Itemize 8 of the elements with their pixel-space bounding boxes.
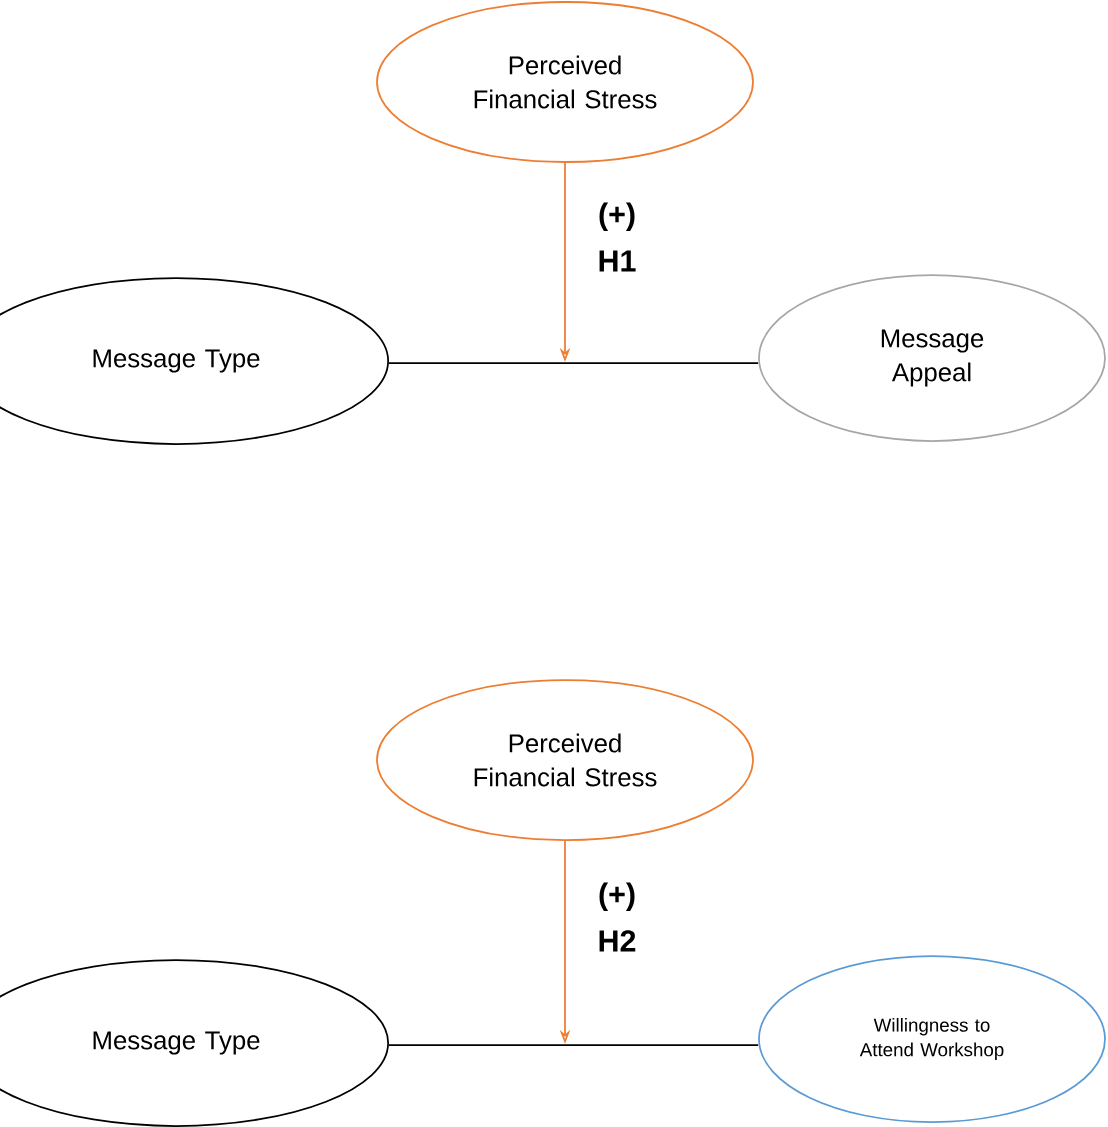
edge-label: (+) H2 <box>599 882 636 952</box>
connector-line <box>388 362 759 364</box>
ellipse-node: Perceived Financial Stress <box>376 1 754 163</box>
edge-label: (+) H1 <box>599 202 636 272</box>
ellipse-node: Willingness to Attend Workshop <box>758 955 1106 1123</box>
connector-line <box>388 1044 759 1046</box>
ellipse-node: Perceived Financial Stress <box>376 679 754 841</box>
ellipse-node: Message Appeal <box>758 274 1106 442</box>
